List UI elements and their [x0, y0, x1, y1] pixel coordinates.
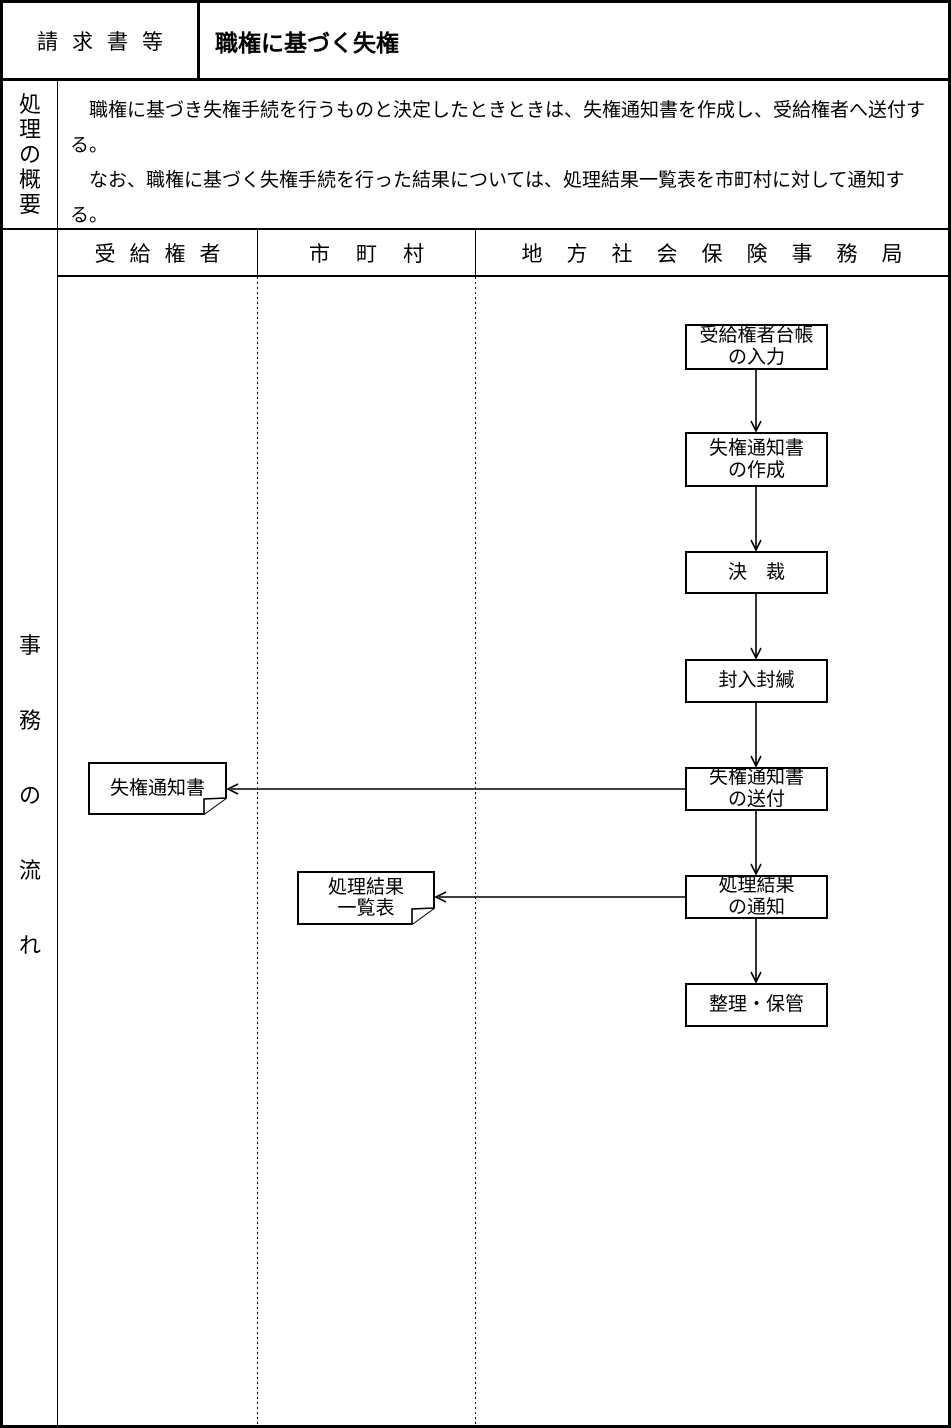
- header-row: 請求書等 職権に基づく失権: [3, 3, 948, 81]
- overview-label-cell: 処理の概要: [3, 81, 58, 228]
- flow-row: 事務の流れ 受給権者 市町村 地方社会保険事務局: [3, 230, 948, 1425]
- document-label: 処理結果 一覧表: [327, 877, 404, 919]
- document-label: 失権通知書: [109, 778, 205, 799]
- arrow-sending-to-result: [750, 811, 762, 876]
- arrow-approval-to-sealing: [750, 594, 762, 660]
- step-box-filing-storage: 整理・保管: [685, 983, 828, 1027]
- step-box-notice-sending: 失権通知書 の送付: [685, 767, 828, 811]
- doc-type-label: 請求書等: [37, 29, 177, 54]
- step-box-sealing: 封入封緘: [685, 659, 828, 703]
- doc-type-cell: 請求書等: [3, 3, 200, 78]
- flow-label-cell: 事務の流れ: [3, 230, 58, 1425]
- arrow-sending-to-notice-document: [226, 783, 685, 795]
- overview-text: 職権に基づき失権手続を行うものと決定したときときは、失権通知書を作成し、受給権者…: [70, 100, 926, 226]
- column-header-beneficiary: 受給権者: [58, 230, 258, 275]
- procedure-title: 職権に基づく失権: [215, 29, 399, 56]
- column-header-municipality: 市町村: [258, 230, 476, 275]
- document-shape-icon: [297, 871, 435, 925]
- flow-row-label: 事務の流れ: [19, 633, 42, 958]
- arrow-result-to-filing: [750, 919, 762, 984]
- lane-divider-dotted-2: [475, 277, 476, 1425]
- overview-row-label: 処理の概要: [19, 92, 42, 217]
- column-header-regional-office: 地方社会保険事務局: [521, 241, 927, 266]
- lane-divider-dotted-1: [257, 277, 258, 1425]
- flow-canvas: 受給権者台帳 の入力 失権通知書 の作成 決 裁 封入封緘 失権通知書 の送付 …: [58, 277, 948, 1425]
- arrow-creation-to-approval: [750, 487, 762, 552]
- step-box-approval: 決 裁: [685, 551, 828, 594]
- arrow-result-to-list-document: [434, 891, 685, 903]
- swimlane-headers: 受給権者 市町村 地方社会保険事務局: [58, 230, 948, 277]
- document-lapse-notice: 失権通知書: [88, 762, 227, 815]
- step-box-result-notify: 処理結果 の通知: [685, 875, 828, 919]
- step-box-ledger-input: 受給権者台帳 の入力: [685, 324, 828, 370]
- step-box-notice-creation: 失権通知書 の作成: [685, 432, 828, 487]
- document-result-list: 処理結果 一覧表: [297, 871, 435, 925]
- document-shape-icon: [88, 762, 227, 815]
- arrow-ledger-to-creation: [750, 370, 762, 433]
- arrow-sealing-to-sending: [750, 703, 762, 768]
- overview-row: 処理の概要 職権に基づき失権手続を行うものと決定したときときは、失権通知書を作成…: [3, 81, 948, 230]
- flow-main: 受給権者 市町村 地方社会保険事務局: [58, 230, 948, 1425]
